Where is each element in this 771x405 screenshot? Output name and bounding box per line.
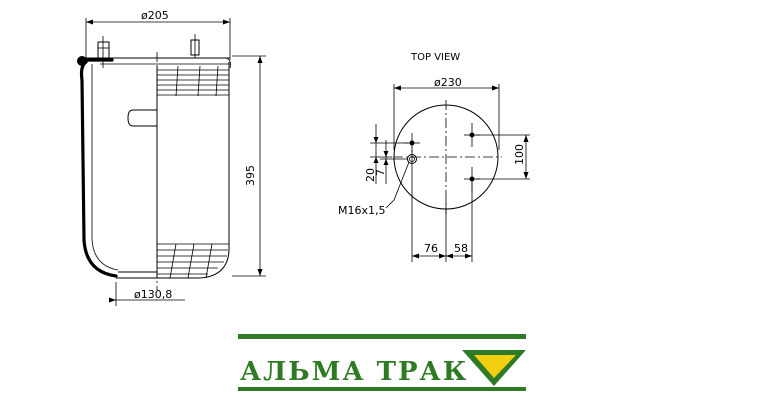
dim-100-label: 100 — [513, 144, 526, 165]
arrowhead — [439, 253, 446, 259]
thread-label: M16x1,5 — [338, 204, 386, 217]
arrowhead — [383, 151, 389, 157]
piston-side-tab — [127, 109, 157, 127]
brand-logo: АЛЬМА ТРАК — [238, 334, 526, 391]
arrowhead — [223, 19, 230, 25]
brand-name: АЛЬМА ТРАК — [240, 357, 468, 387]
dim-76-label: 76 — [424, 242, 438, 255]
arrowhead — [383, 159, 389, 165]
dim-7-label: 7 — [374, 169, 387, 176]
side-view: ø205 395 ø130,8 — [77, 9, 266, 306]
arrowhead — [412, 253, 419, 259]
arrowhead — [446, 253, 453, 259]
arrowhead — [373, 137, 379, 143]
arrowhead — [523, 172, 529, 179]
dim-20-label: 20 — [364, 168, 377, 182]
brand-bottom-bar — [238, 387, 526, 391]
thread-leader-line — [385, 161, 410, 209]
arrowhead — [523, 135, 529, 142]
mounting-stud-left — [97, 41, 110, 61]
top-view-title: TOP VIEW — [410, 52, 460, 63]
piston-bottom-ribs — [157, 243, 229, 279]
top-view: TOP VIEW ø230 — [338, 52, 530, 262]
arrowhead — [257, 269, 263, 276]
arrowhead — [257, 56, 263, 63]
brand-top-bar — [238, 334, 526, 339]
bellows-inner-outline — [91, 64, 119, 271]
arrowhead — [394, 85, 401, 91]
piston-bottom — [116, 249, 230, 279]
arrowhead — [492, 85, 499, 91]
arrowhead — [373, 157, 379, 163]
dim-230-label: ø230 — [434, 76, 462, 89]
bellows-outline — [79, 60, 118, 278]
dim-130-label: ø130,8 — [134, 288, 172, 301]
top-plate-rim — [225, 57, 231, 69]
arrowhead — [86, 19, 93, 25]
arrowhead — [109, 297, 116, 303]
dim-205-label: ø205 — [141, 9, 169, 22]
dim-395-label: 395 — [244, 165, 257, 186]
air-fitting-hole — [404, 133, 420, 152]
brand-chevron-icon — [462, 350, 526, 386]
arrowhead — [465, 253, 472, 259]
piston-top-ribs — [157, 65, 229, 97]
dim-58-label: 58 — [454, 242, 468, 255]
